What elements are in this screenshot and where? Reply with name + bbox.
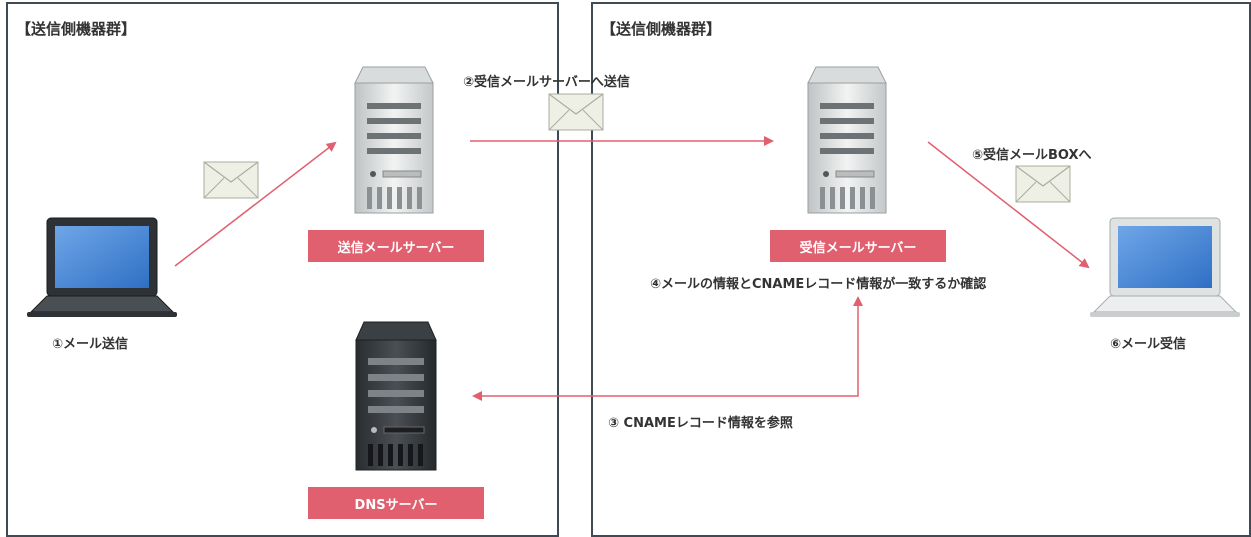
step5-label: ⑤受信メールBOXへ xyxy=(972,148,1092,163)
step3-label: ③ CNAMEレコード情報を参照 xyxy=(608,416,793,431)
envelope-icon xyxy=(1015,165,1071,203)
sender-server-icon xyxy=(354,66,434,214)
arrow-receiver-to-laptop xyxy=(927,141,1090,269)
envelope-icon xyxy=(548,93,604,131)
arrow-dns-reference xyxy=(472,302,859,401)
dns-server-icon xyxy=(355,321,437,471)
sender-server-tag: 送信メールサーバー xyxy=(308,230,484,262)
step2-label: ②受信メールサーバーへ送信 xyxy=(463,75,630,90)
step4-label: ④メールの情報とCNAMEレコード情報が一致するか確認 xyxy=(650,277,987,292)
left-panel-title: 【送信側機器群】 xyxy=(16,20,137,38)
receiver-server-tag: 受信メールサーバー xyxy=(770,230,946,262)
right-panel-title: 【送信側機器群】 xyxy=(601,20,722,38)
dns-server-tag: DNSサーバー xyxy=(308,487,484,519)
receiver-server-icon xyxy=(807,66,887,214)
step6-label: ⑥メール受信 xyxy=(1110,337,1187,352)
arrow-laptop-to-sender xyxy=(174,141,337,267)
step1-label: ①メール送信 xyxy=(52,337,129,352)
receiver-laptop-icon xyxy=(1090,217,1240,317)
sender-laptop-icon xyxy=(27,217,177,317)
envelope-icon xyxy=(203,161,259,199)
